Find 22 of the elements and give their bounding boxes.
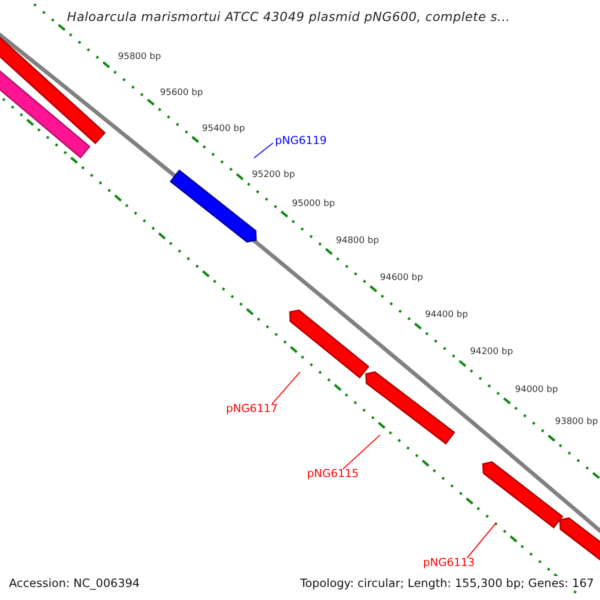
leader-line	[254, 142, 274, 158]
position-label: 94000 bp	[515, 385, 558, 395]
position-label: 95200 bp	[252, 170, 295, 180]
position-label: 94800 bp	[336, 236, 379, 246]
leader-line	[272, 372, 300, 404]
position-label: 94400 bp	[425, 310, 468, 320]
map-info-text: Topology: circular; Length: 155,300 bp; Genes: 167	[298, 576, 596, 590]
position-label: 95800 bp	[118, 52, 161, 62]
leader-line	[466, 522, 496, 558]
gene-label: pNG6119	[275, 134, 327, 147]
position-label: 95400 bp	[202, 124, 245, 134]
position-label: 95600 bp	[160, 88, 203, 98]
position-label: 95000 bp	[292, 199, 335, 209]
gene-label: pNG6117	[226, 402, 278, 415]
position-label: 94600 bp	[380, 273, 423, 283]
position-label: 93800 bp	[555, 417, 598, 427]
leader-line	[342, 434, 380, 470]
position-label: 94200 bp	[470, 347, 513, 357]
map-title: Haloarcula marismortui ATCC 43049 plasmid pNG600, complete s...	[67, 9, 510, 24]
gene-label: pNG6113	[423, 556, 475, 569]
map-info-text: Accession: NC_006394	[7, 576, 142, 590]
gene-label: pNG6115	[307, 467, 359, 480]
